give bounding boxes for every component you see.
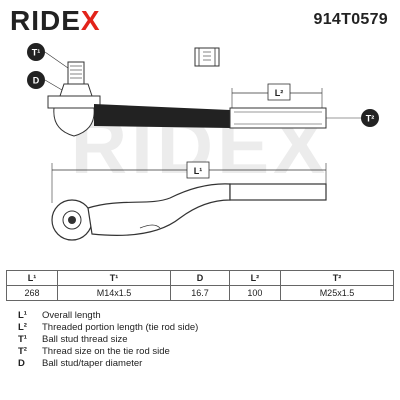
- callout-l2: L²: [267, 83, 291, 101]
- legend-key: D: [18, 358, 25, 369]
- value-t1: M14x1.5: [56, 285, 172, 301]
- value-t2: M25x1.5: [279, 285, 395, 301]
- legend-item: T² Thread size on the tie rod side: [18, 346, 198, 358]
- brand-logo: RIDEX: [10, 5, 101, 37]
- spec-table-header-row: L¹ T¹ D L² T²: [6, 270, 395, 286]
- legend-key: T¹: [18, 334, 27, 345]
- legend-text: Ball stud/taper diameter: [42, 358, 143, 369]
- legend-key: L¹: [18, 310, 27, 321]
- spec-table: L¹ T¹ D L² T² 268 M14x1.5 16.7 100 M25x1…: [6, 270, 395, 301]
- header-l2: L²: [228, 270, 281, 286]
- top-view: [51, 163, 327, 241]
- value-l2: 100: [228, 285, 281, 301]
- spec-table-value-row: 268 M14x1.5 16.7 100 M25x1.5: [6, 285, 395, 301]
- callout-t2: T²: [361, 109, 379, 127]
- callout-t1: T¹: [27, 43, 45, 61]
- callout-l1: L¹: [186, 161, 210, 179]
- value-d: 16.7: [170, 285, 230, 301]
- svg-text:L²: L²: [275, 88, 284, 98]
- svg-text:T²: T²: [366, 114, 375, 124]
- value-l1: 268: [6, 285, 58, 301]
- legend-item: L² Threaded portion length (tie rod side…: [18, 322, 198, 334]
- svg-text:T¹: T¹: [32, 48, 41, 58]
- side-view: [44, 51, 362, 137]
- legend: L¹ Overall length L² Threaded portion le…: [18, 310, 198, 370]
- callout-d: D: [27, 71, 45, 89]
- header-t1: T¹: [56, 270, 172, 286]
- technical-drawing: RIDEX: [27, 43, 379, 241]
- header: RIDEX 914T0579: [0, 0, 400, 38]
- header-l1: L¹: [6, 270, 58, 286]
- legend-item: D Ball stud/taper diameter: [18, 358, 198, 370]
- legend-key: L²: [18, 322, 27, 333]
- legend-item: L¹ Overall length: [18, 310, 198, 322]
- nut-icon: [194, 47, 220, 67]
- legend-text: Thread size on the tie rod side: [42, 346, 170, 357]
- legend-text: Overall length: [42, 310, 101, 321]
- legend-text: Ball stud thread size: [42, 334, 128, 345]
- svg-text:D: D: [33, 76, 40, 86]
- brand-logo-text: RIDEX: [10, 5, 101, 36]
- legend-key: T²: [18, 346, 27, 357]
- header-t2: T²: [279, 270, 395, 286]
- svg-text:L¹: L¹: [194, 166, 203, 176]
- header-d: D: [170, 270, 230, 286]
- part-number: 914T0579: [313, 11, 388, 28]
- legend-item: T¹ Ball stud thread size: [18, 334, 198, 346]
- legend-text: Threaded portion length (tie rod side): [42, 322, 199, 333]
